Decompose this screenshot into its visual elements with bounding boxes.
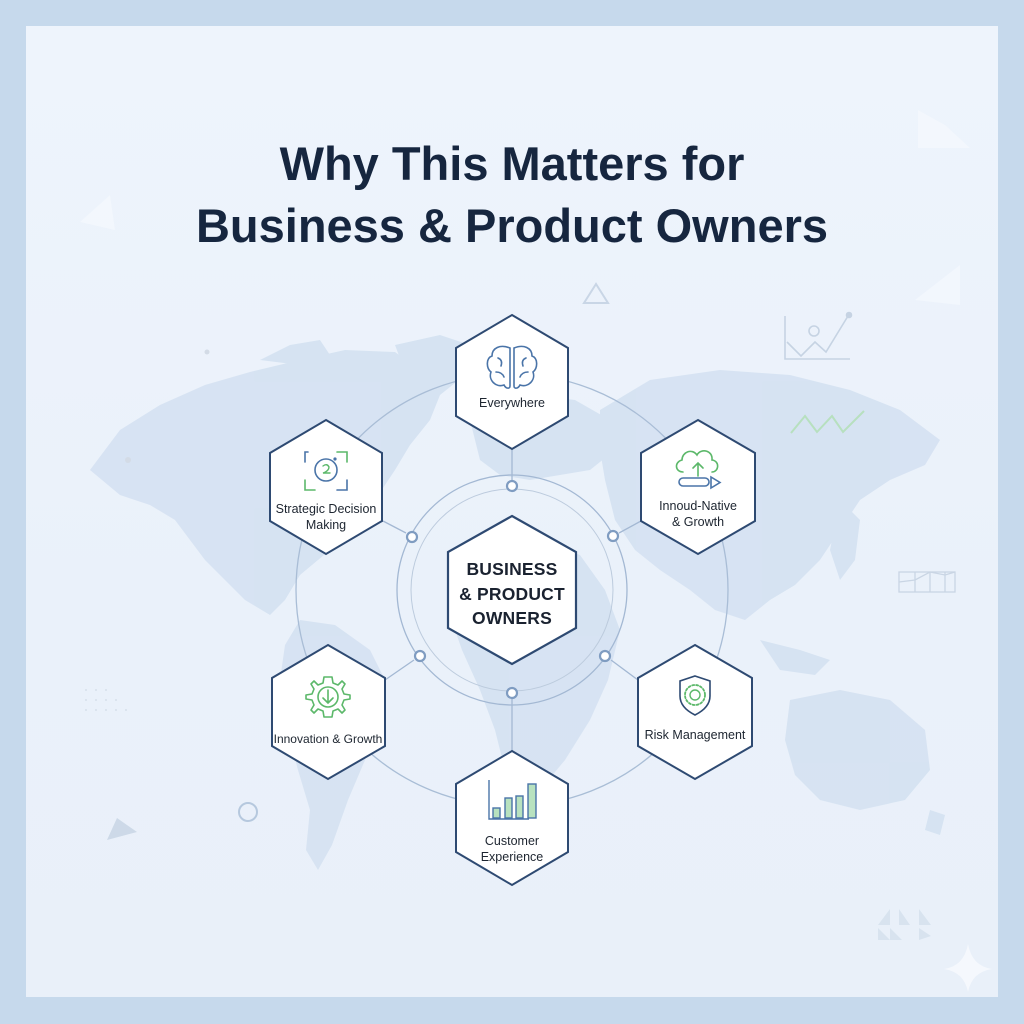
connector-node [505,479,519,493]
center-hub-label: BUSINESS & PRODUCT OWNERS [459,559,565,628]
connector-node [505,686,519,700]
triangle-outline-icon [582,282,610,304]
target-focus-icon [304,451,348,491]
connector-node [606,529,620,543]
gear-download-icon [305,676,351,718]
hex-center [446,514,578,666]
node-label-strategic: Strategic Decision Making [275,502,377,532]
line-chart-decor-icon [784,311,853,360]
bar-chart-icon [488,780,537,820]
dot-grid-decor [85,689,127,711]
node-label-innoud: Innoud-Native & Growth [659,499,737,529]
hex-upper-left [269,418,383,556]
page-title-line1: Why This Matters for [279,137,745,190]
connector-lines [382,449,642,752]
node-label-innovation: Innovation & Growth [273,732,383,746]
node-label-everywhere: Everywhere [479,396,545,410]
cloud-upload-icon [675,450,722,490]
connector-node [598,649,612,663]
decor-shapes [238,282,610,822]
page-title-line2: Business & Product Owners [195,199,829,252]
node-label-customer: Customer Experience [480,834,544,864]
area-chart-decor-icon [898,571,956,593]
hex-upper-right [640,418,756,556]
hex-lower-right [637,643,753,781]
shield-icon [679,675,711,716]
brain-icon [486,345,538,389]
node-label-risk: Risk Management [644,728,746,742]
sparkle-decor [944,944,992,992]
hexagons [269,313,756,887]
triangle-solid-icon [107,818,137,840]
connector-node [405,530,419,544]
hex-top [455,313,569,451]
connector-node [413,649,427,663]
hex-lower-left [271,643,386,781]
triangles-cluster-decor [878,909,931,940]
green-zigzag-decor [790,410,865,434]
connector-nodes [405,479,620,700]
